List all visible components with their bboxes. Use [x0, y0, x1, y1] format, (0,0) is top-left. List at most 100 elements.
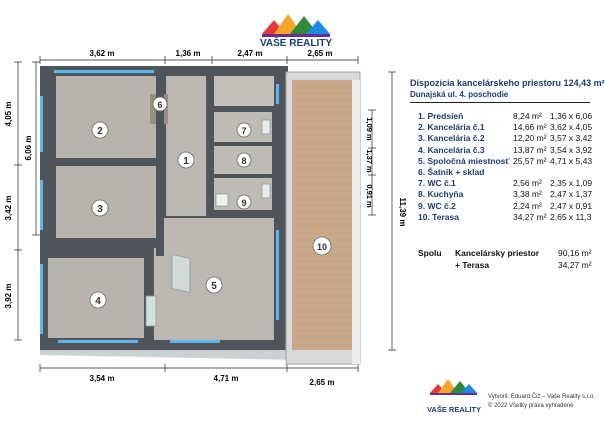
legend-room-area: 2,56 m² [513, 178, 542, 189]
legend-room-name: 3. Kancelária č.2 [418, 133, 485, 144]
legend-room-row: 6. Šatník + sklad [410, 167, 600, 178]
legend-room-name: 5. Spoločná miestnosť [418, 155, 510, 166]
svg-text:2: 2 [97, 126, 103, 137]
summary-terrace-area: 34,27 m² [558, 260, 592, 270]
dim-top-1: 3,62 m [90, 49, 115, 58]
legend-title: Dispozícia kancelárskeho priestoru 124,4… [410, 78, 605, 88]
legend-room-name: 9. WC č.2 [418, 200, 456, 211]
dim-left-2: 6,06 m [24, 136, 33, 161]
summary-terrace-row: + Terasa 34,27 m² [410, 260, 600, 272]
dim-top-2: 1,36 m [176, 49, 201, 58]
dim-right-2: 1,37 m [365, 149, 374, 173]
legend-room-name: 7. WC č.1 [418, 178, 456, 189]
room-badge-3: 3 [91, 199, 109, 217]
credit-author: Vytvoril: Eduard Čiž – Vaše Reality s.r.… [488, 394, 596, 400]
legend-room-dims: 3,54 x 3,92 [550, 144, 593, 155]
legend-room-row: 9. WC č.2 2,24 m² 2,47 x 0,91 [410, 201, 600, 212]
room-badge-10: 10 [312, 236, 332, 256]
summary-office-row: Spolu Kancelársky priestor 90,16 m² [410, 248, 600, 260]
dim-bottom-1: 3,54 m [90, 374, 115, 383]
room-3-floor [56, 166, 156, 238]
brand-logo-top [262, 14, 330, 37]
room-badge-7: 7 [236, 122, 252, 138]
dim-left-1: 4,05 m [4, 102, 13, 127]
legend-room-row: 7. WC č.1 2,56 m² 2,35 x 1,09 [410, 178, 600, 189]
svg-text:6: 6 [157, 100, 162, 110]
summary-terrace-label: + Terasa [455, 260, 490, 270]
room-2-floor [56, 76, 156, 158]
summary: Spolu Kancelársky priestor 90,16 m² + Te… [410, 248, 600, 272]
legend-room-name: 1. Predsieň [418, 111, 464, 121]
legend: Dispozícia kancelárskeho priestoru 124,4… [410, 78, 605, 223]
legend-room-name: 6. Šatník + sklad [418, 166, 485, 177]
legend-room-name: 2. Kancelária č.1 [418, 122, 485, 133]
room-1-floor [166, 76, 206, 216]
credit: Vytvoril: Eduard Čiž – Vaše Reality s.r.… [488, 393, 595, 411]
legend-room-row: 1. Predsieň 8,24 m² 1,36 x 6,06 [410, 111, 600, 122]
legend-room-dims: 2,47 x 1,37 [550, 189, 593, 200]
dim-left-4: 3,92 m [4, 284, 13, 309]
legend-subtitle: Dunajská ul. 4. poschodie [410, 90, 509, 99]
summary-office-area: 90,16 m² [558, 248, 592, 258]
top-right-floor [214, 76, 274, 106]
legend-room-name: 4. Kancelária č.3 [418, 144, 485, 155]
svg-text:4: 4 [95, 296, 101, 307]
interior-walls [40, 70, 280, 350]
legend-room-area: 8,24 m² [513, 111, 542, 121]
dim-top-4: 2,65 m [308, 49, 333, 58]
room-badge-2: 2 [91, 121, 109, 139]
doors [145, 119, 271, 327]
windows [40, 70, 279, 343]
credit-copyright: © 2022 Všetky práva vyhradené [488, 403, 574, 409]
legend-room-dims: 4,71 x 5,43 [550, 155, 593, 166]
legend-room-dims: 2,35 x 1,09 [550, 178, 593, 189]
logo-house-blue [306, 20, 330, 34]
svg-text:8: 8 [241, 156, 246, 166]
room-badge-6: 6 [152, 96, 168, 112]
summary-label: Spolu [418, 248, 442, 258]
brand-name-bottom: VAŠE REALITY [427, 405, 481, 414]
legend-room-dims: 3,57 x 3,42 [550, 133, 593, 144]
svg-text:1: 1 [183, 156, 189, 167]
dim-bottom-3: 2,65 m [310, 378, 335, 387]
room-badge-5: 5 [205, 276, 223, 294]
svg-text:3: 3 [97, 204, 103, 215]
legend-room-dims: 2,47 x 0,91 [550, 200, 593, 211]
summary-office-label: Kancelársky priestor [455, 248, 540, 258]
room-badge-9: 9 [236, 194, 252, 210]
dim-right-1: 1,09 m [365, 117, 374, 141]
room-badges: 1 2 3 4 5 6 7 8 9 10 [89, 96, 332, 309]
legend-room-area: 14,66 m² [513, 122, 547, 133]
room-badge-8: 8 [236, 152, 252, 168]
logo-base [262, 34, 330, 37]
dim-top-3: 2,47 m [238, 49, 263, 58]
legend-divider [410, 102, 590, 103]
legend-room-dims: 1,36 x 6,06 [550, 111, 593, 121]
dim-right-4: 11,39 m [398, 198, 407, 227]
dim-left-3: 3,42 m [4, 196, 13, 221]
legend-room-area: 34,27 m² [513, 211, 547, 222]
legend-room-dims: 2,65 x 11,3 [550, 211, 592, 222]
terrace-edge [352, 80, 360, 364]
brand-name-top: VAŠE REALITY [260, 36, 332, 49]
legend-room-dims: 3,62 x 4,05 [550, 122, 593, 133]
dimension-lines [14, 56, 396, 372]
legend-room-name: 10. Terasa [418, 211, 459, 222]
legend-room-area: 12,20 m² [513, 133, 547, 144]
dim-bottom-2: 4,71 m [214, 374, 239, 383]
svg-text:9: 9 [241, 198, 246, 208]
brand-logo-bottom [430, 379, 477, 395]
room-badge-1: 1 [177, 151, 195, 169]
room-badge-4: 4 [89, 291, 107, 309]
legend-room-name: 8. Kuchyňa [418, 189, 464, 200]
svg-text:5: 5 [211, 281, 217, 292]
legend-room-area: 25,57 m² [513, 155, 547, 166]
legend-room-area: 2,24 m² [513, 200, 542, 211]
